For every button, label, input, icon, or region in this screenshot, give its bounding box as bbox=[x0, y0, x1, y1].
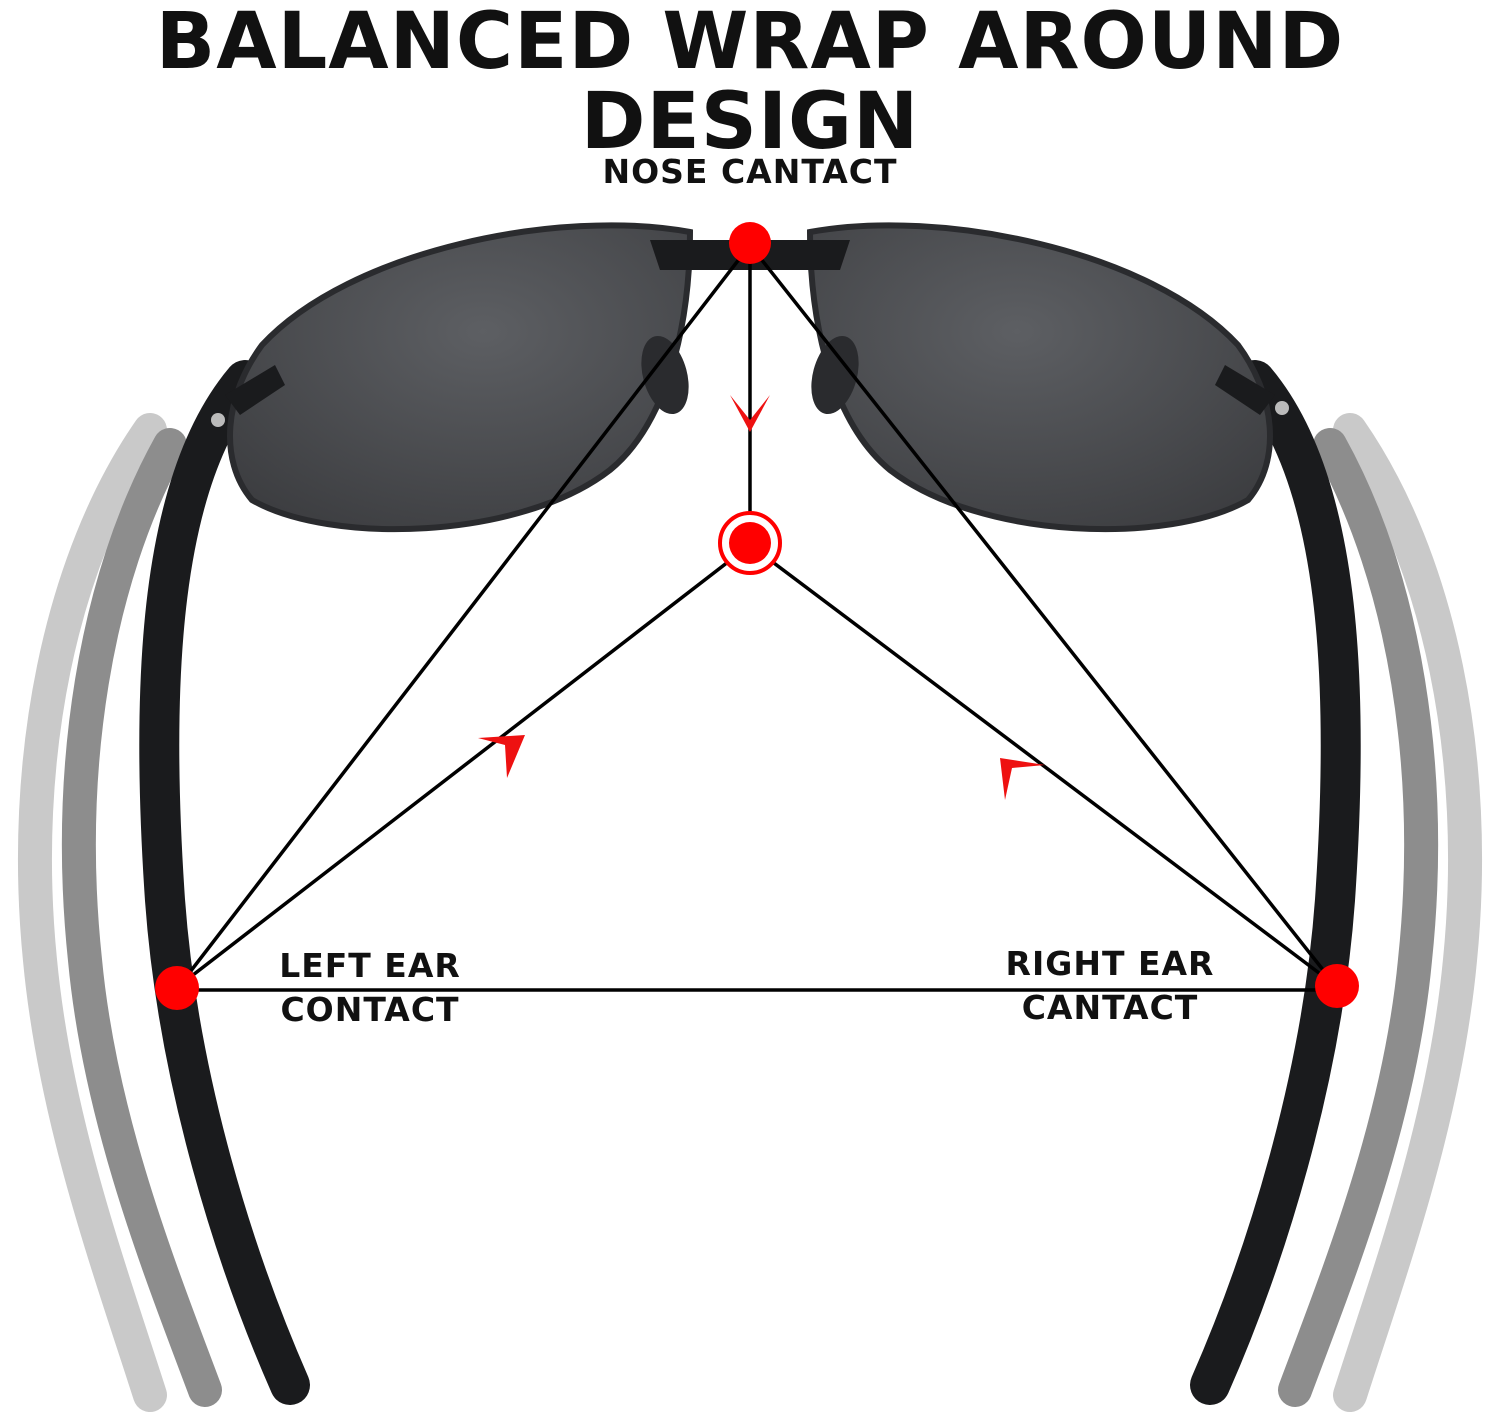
right-ear-label-line1: RIGHT EAR bbox=[1005, 944, 1215, 983]
line-left-ear-to-center bbox=[178, 543, 752, 987]
center-balance-point bbox=[718, 511, 782, 575]
right-ear-label-line2: CANTACT bbox=[1021, 988, 1199, 1027]
nose-pad-left bbox=[641, 335, 689, 415]
nose-pad-right bbox=[811, 335, 859, 415]
right-ear-label: RIGHT EAR CANTACT bbox=[995, 942, 1225, 1030]
ghost-temple-right bbox=[1278, 413, 1483, 1412]
arrow-down-icon bbox=[730, 395, 770, 432]
contact-lines bbox=[178, 243, 1337, 992]
hinge-right bbox=[1215, 365, 1289, 415]
lens-right bbox=[806, 222, 1273, 533]
ghost-temple-left bbox=[17, 413, 222, 1412]
left-ear-label: LEFT EAR CONTACT bbox=[260, 944, 480, 1032]
page-title: BALANCED WRAP AROUND DESIGN bbox=[155, 0, 1345, 167]
arrow-up-left-icon bbox=[1000, 758, 1045, 800]
left-ear-label-line2: CONTACT bbox=[280, 990, 460, 1029]
left-ear-label-line1: LEFT EAR bbox=[279, 946, 461, 985]
temple-right bbox=[1190, 360, 1361, 1405]
line-nose-to-right-ear bbox=[748, 243, 1337, 987]
lens-left bbox=[227, 222, 694, 533]
temple-left bbox=[139, 360, 310, 1405]
nose-contact-point bbox=[729, 222, 771, 264]
right-ear-contact-point bbox=[1315, 964, 1359, 1008]
hinge-left bbox=[211, 365, 285, 427]
left-ear-contact-point bbox=[155, 966, 199, 1010]
arrow-up-right-icon bbox=[478, 735, 525, 778]
line-nose-to-left-ear bbox=[178, 243, 752, 987]
nose-contact-label: NOSE CANTACT bbox=[602, 152, 898, 191]
